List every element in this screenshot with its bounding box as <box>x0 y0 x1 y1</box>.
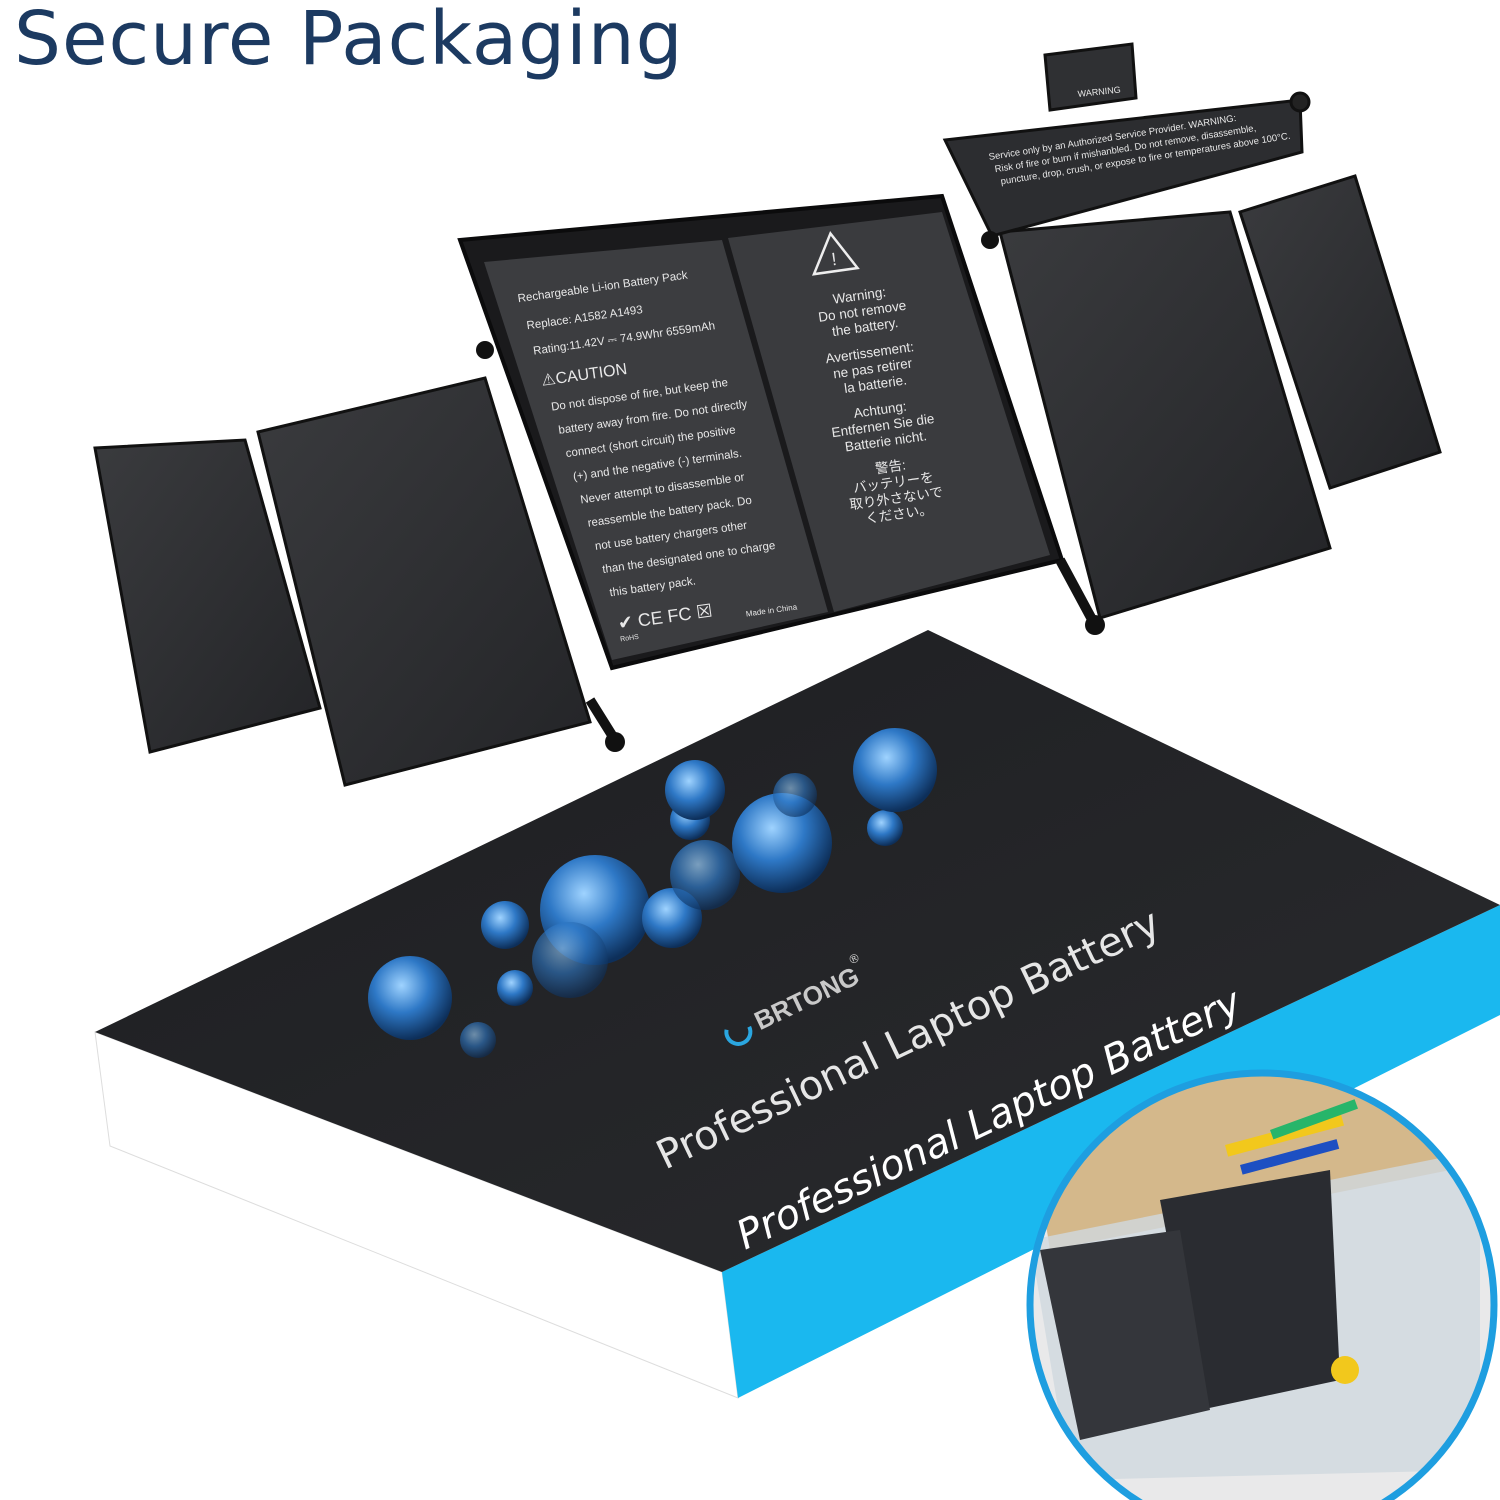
screw-hole <box>1289 91 1311 113</box>
bubble <box>532 922 608 998</box>
decorative-bubbles <box>368 728 937 1058</box>
battery-cell-right-inner <box>998 210 1332 620</box>
battery-cell-left-outer <box>93 438 322 754</box>
screw-hole <box>605 732 625 752</box>
battery-cell-center-left <box>484 240 828 660</box>
warning-label-line: Warning: <box>832 284 887 306</box>
warning-triangle-icon <box>811 230 860 276</box>
brand-logo-icon <box>724 1017 753 1046</box>
bubble <box>481 901 529 949</box>
screw-hole <box>1085 615 1105 635</box>
battery-cell-right-outer <box>1238 174 1442 490</box>
box-top <box>95 630 1500 1272</box>
bubble <box>732 793 832 893</box>
inset-battery <box>1160 1170 1340 1410</box>
page-title: Secure Packaging <box>14 0 684 82</box>
battery-top-flap <box>942 98 1304 238</box>
screw-hole <box>476 341 494 359</box>
registered-mark: ® <box>846 950 863 968</box>
bubble <box>460 1022 496 1058</box>
svg-text:!: ! <box>830 249 838 270</box>
warning-label-line: 警告: <box>874 457 907 476</box>
screw-hole <box>981 231 999 249</box>
inset-photo-open-box <box>1026 1069 1498 1500</box>
battery-cell-center-right <box>728 212 1050 612</box>
connector-warning-label: WARNING <box>1077 85 1121 99</box>
bubble <box>867 810 903 846</box>
battery-bracket <box>1055 557 1100 628</box>
battery-cell-left-inner <box>256 376 592 787</box>
warning-label-line: Achtung: <box>853 399 908 421</box>
bubble <box>670 840 740 910</box>
rohs-mark: RoHS <box>620 634 640 644</box>
bubble <box>665 760 725 820</box>
inset-ring <box>1026 1069 1498 1500</box>
battery-connector <box>1043 42 1138 112</box>
bubble <box>853 728 937 812</box>
bubble <box>497 970 533 1006</box>
bubble <box>368 956 452 1040</box>
bubble <box>773 773 817 817</box>
laptop-battery: WARNING Service only by an Authorized Se… <box>93 42 1442 787</box>
